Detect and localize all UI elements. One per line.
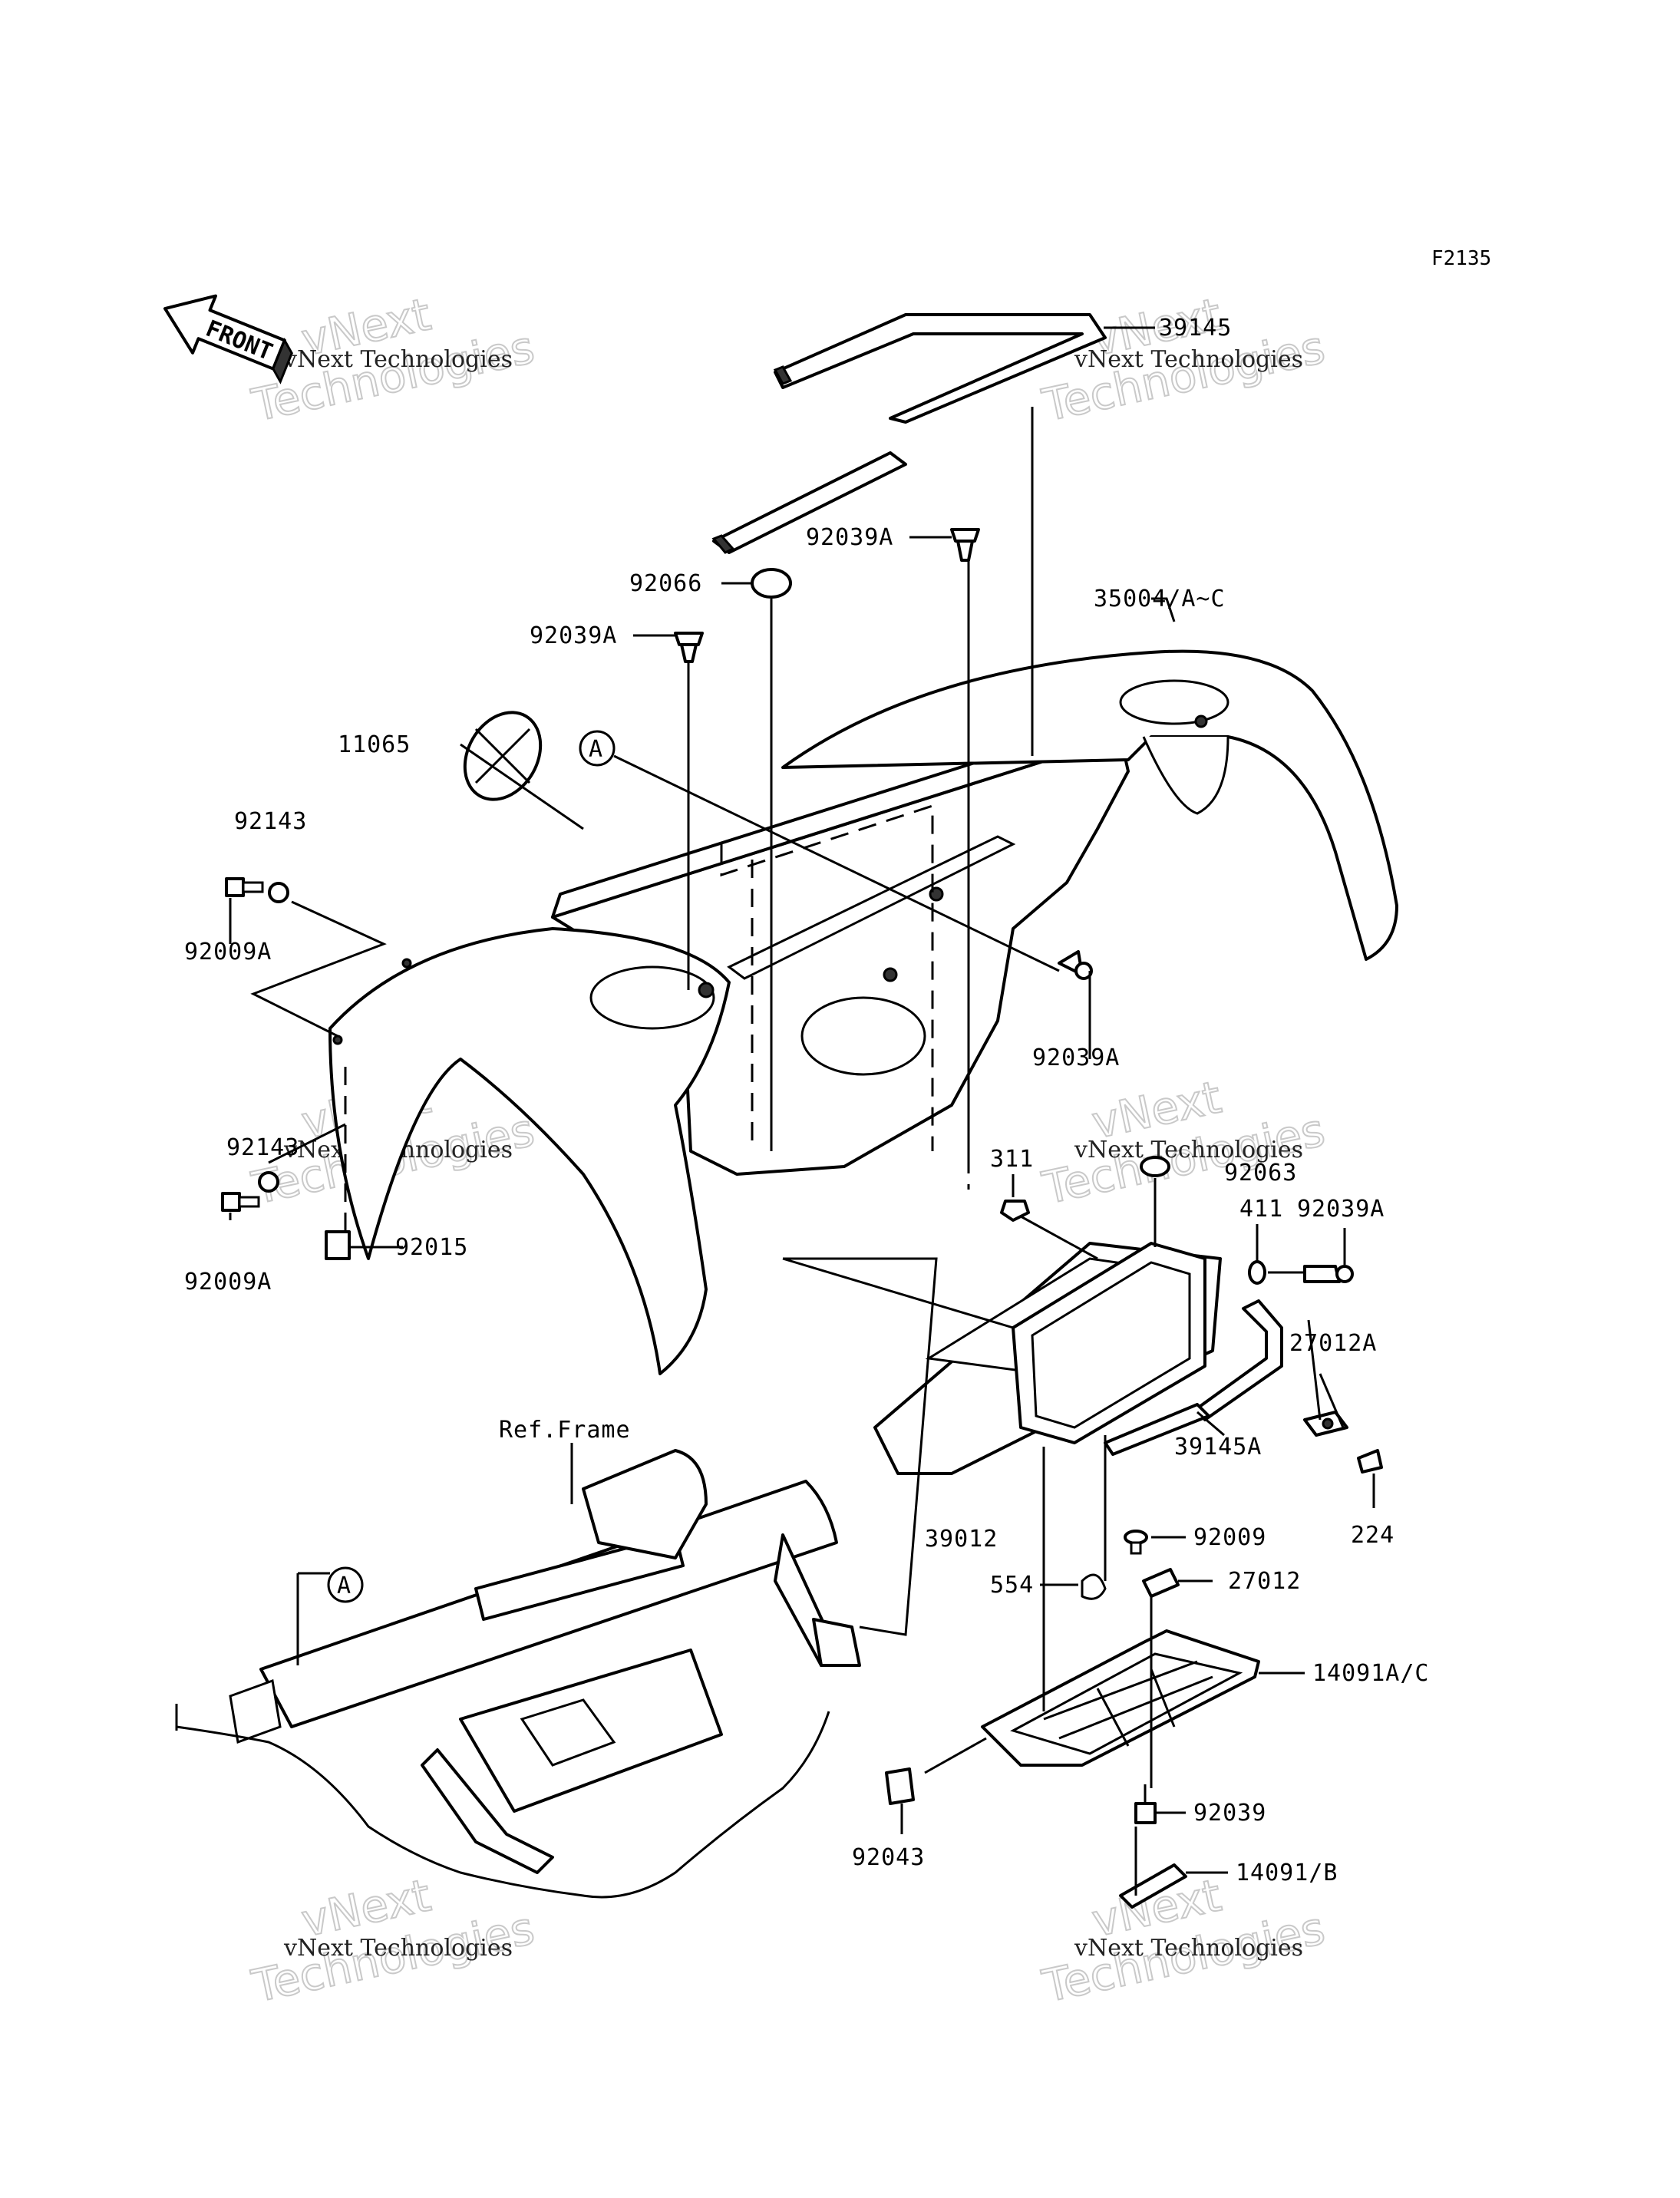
bolt-92009 bbox=[1124, 1530, 1148, 1555]
part-label-224: 224 bbox=[1351, 1522, 1394, 1549]
part-label-92039A-right: 92039A bbox=[1297, 1196, 1385, 1223]
bolt-92009A-upper bbox=[225, 877, 264, 897]
screw-224 bbox=[1357, 1449, 1383, 1474]
pin-92043 bbox=[885, 1767, 915, 1805]
latch-27012A bbox=[1303, 1411, 1348, 1437]
pin-554 bbox=[1081, 1573, 1107, 1600]
callout-a-label: A bbox=[337, 1573, 352, 1599]
part-label-92066: 92066 bbox=[629, 570, 702, 597]
part-label-39012: 39012 bbox=[925, 1526, 998, 1553]
part-label-14091B: 14091/B bbox=[1236, 1860, 1338, 1886]
ref-frame bbox=[175, 1449, 861, 1899]
callout-a-label: A bbox=[589, 736, 603, 763]
ref-frame-label: Ref.Frame bbox=[499, 1417, 631, 1444]
part-label-92143-lower: 92143 bbox=[226, 1134, 299, 1161]
part-label-27012A: 27012A bbox=[1289, 1330, 1377, 1357]
latch-27012 bbox=[1142, 1568, 1180, 1598]
lid-frame bbox=[1012, 1242, 1206, 1444]
part-label-92039: 92039 bbox=[1193, 1800, 1266, 1827]
part-label-11065: 11065 bbox=[338, 731, 411, 758]
leader-lines bbox=[229, 326, 1375, 1896]
part-label-92015: 92015 bbox=[395, 1234, 468, 1261]
cap-92063 bbox=[1140, 1156, 1170, 1177]
grille-11065 bbox=[463, 711, 543, 801]
clip-92039A-mid bbox=[1058, 950, 1093, 980]
clip-92039A-left bbox=[674, 632, 704, 663]
part-label-92009A-lower: 92009A bbox=[184, 1269, 272, 1295]
part-label-92063: 92063 bbox=[1224, 1160, 1297, 1186]
watermark-line: vNext Technologies bbox=[283, 1935, 513, 1962]
part-label-311: 311 bbox=[990, 1146, 1034, 1173]
callout-a-upper: A bbox=[579, 730, 616, 767]
part-label-92009: 92009 bbox=[1193, 1524, 1266, 1551]
tray-14091AC bbox=[981, 1629, 1260, 1767]
cap-92066 bbox=[751, 568, 792, 599]
clip-92039A-right bbox=[1303, 1265, 1354, 1283]
front-arrow-icon: FRONT bbox=[163, 294, 293, 384]
rail-39145 bbox=[711, 313, 1107, 554]
part-label-92039A-mid: 92039A bbox=[1032, 1045, 1120, 1071]
clip-92039A-top bbox=[950, 528, 980, 562]
watermark-line: vNext Technologies bbox=[1074, 1137, 1303, 1163]
watermark-line: vNext Technologies bbox=[1074, 1935, 1303, 1962]
watermark-line: vNext Technologies bbox=[1074, 346, 1303, 373]
part-label-92009A-upper: 92009A bbox=[184, 939, 272, 965]
washer-92143-lower bbox=[258, 1171, 279, 1193]
figure-code: F2135 bbox=[1431, 247, 1491, 270]
part-label-92039A-left: 92039A bbox=[530, 622, 617, 649]
part-label-27012: 27012 bbox=[1228, 1568, 1301, 1595]
watermark-line: vNext Technologies bbox=[283, 346, 513, 373]
part-label-411: 411 bbox=[1239, 1196, 1283, 1223]
tray-14091B bbox=[1119, 1863, 1187, 1909]
fender-right-35004 bbox=[781, 649, 1398, 961]
fender-left bbox=[328, 927, 731, 1375]
bolt-92009A-lower bbox=[221, 1192, 260, 1212]
part-label-14091AC: 14091A/C bbox=[1312, 1660, 1430, 1687]
nut-92015 bbox=[325, 1230, 351, 1260]
part-label-39145: 39145 bbox=[1159, 315, 1232, 342]
part-label-92143-upper: 92143 bbox=[234, 808, 307, 835]
part-label-554: 554 bbox=[990, 1572, 1034, 1599]
part-labels: 39145 92039A 92066 35004/A~C 92039A 1106… bbox=[184, 315, 1430, 1886]
part-label-39145A: 39145A bbox=[1174, 1434, 1262, 1460]
part-label-92039A-top: 92039A bbox=[806, 524, 893, 551]
part-label-92043: 92043 bbox=[852, 1844, 925, 1871]
washer-92143-upper bbox=[268, 882, 289, 903]
part-label-35004: 35004/A~C bbox=[1094, 586, 1226, 612]
callout-a-lower: A bbox=[327, 1566, 364, 1603]
clip-92039 bbox=[1134, 1784, 1157, 1824]
washer-411 bbox=[1248, 1260, 1266, 1285]
